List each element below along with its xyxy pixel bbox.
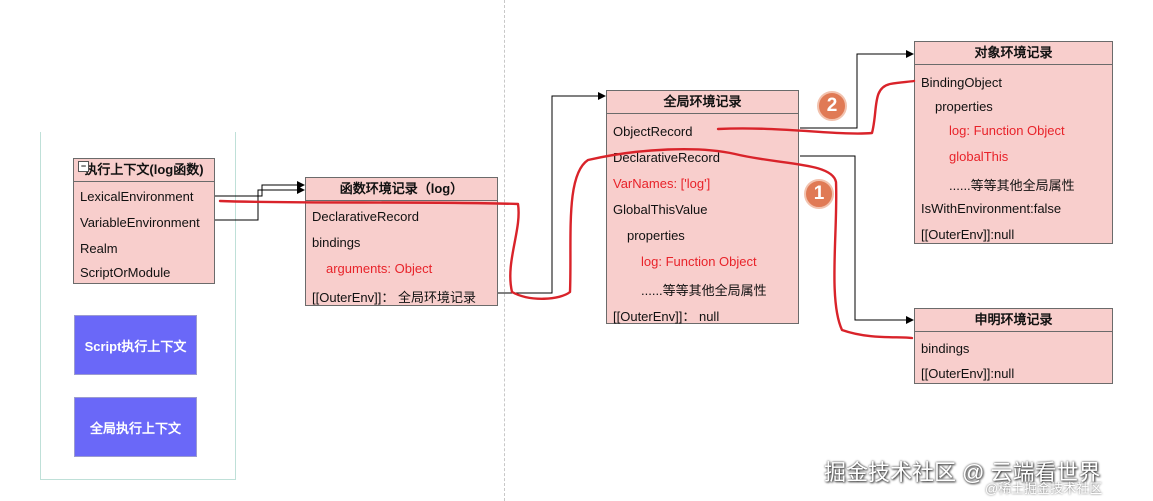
badge-one-label: 1	[813, 183, 825, 204]
function-declarative-record: DeclarativeRecord	[312, 209, 419, 224]
arrow-variable-to-function	[215, 186, 305, 221]
binding-object: BindingObject	[921, 75, 1002, 90]
global-env-title: 全局环境记录	[607, 91, 798, 114]
object-env-box: 对象环境记录 BindingObject properties log: Fun…	[914, 41, 1113, 244]
exec-context-title-text: 执行上下文(log函数)	[84, 162, 204, 177]
exec-context-box: − 执行上下文(log函数) LexicalEnvironment Variab…	[73, 158, 215, 284]
declarative-outer-env: [[OuterEnv]]:null	[921, 366, 1015, 381]
watermark: 掘金技术社区 @ 云端看世界	[824, 460, 1101, 485]
object-properties: properties	[935, 99, 993, 114]
badge-two: 2	[817, 91, 847, 121]
function-bindings: bindings	[312, 235, 361, 250]
collapse-icon[interactable]: −	[78, 161, 89, 172]
object-log-property: log: Function Object	[949, 123, 1065, 138]
object-record: ObjectRecord	[613, 124, 693, 139]
declarative-env-box: 申明环境记录 bindings [[OuterEnv]]:null	[914, 308, 1113, 384]
function-env-box: 函数环境记录（log） DeclarativeRecord bindings a…	[305, 177, 498, 306]
global-context-label: 全局执行上下文	[89, 420, 181, 436]
lexical-environment: LexicalEnvironment	[80, 189, 194, 204]
highlight-outer-chain	[218, 148, 914, 340]
badge-one: 1	[804, 179, 834, 209]
global-context-box: 全局执行上下文	[74, 397, 197, 457]
global-outer-env: [[OuterEnv]]： null	[613, 309, 720, 324]
script-or-module: ScriptOrModule	[80, 265, 171, 280]
global-log-property: log: Function Object	[641, 254, 757, 269]
global-properties: properties	[627, 228, 685, 243]
watermark-sub: @稀土掘金技术社区	[985, 481, 1103, 496]
dashed-divider	[504, 0, 505, 501]
global-other-properties: ......等等其他全局属性	[641, 283, 767, 298]
var-names: VarNames: ['log']	[613, 176, 711, 191]
global-declarative-record: DeclarativeRecord	[613, 150, 720, 165]
object-other-properties: ......等等其他全局属性	[949, 178, 1075, 193]
function-outer-env: [[OuterEnv]]： 全局环境记录	[312, 290, 476, 305]
badge-two-label: 2	[826, 95, 838, 116]
object-env-title: 对象环境记录	[915, 42, 1112, 65]
function-env-title: 函数环境记录（log）	[306, 178, 497, 201]
arrow-function-to-global	[498, 92, 606, 294]
declarative-bindings: bindings	[921, 341, 970, 356]
arrow-global-to-object	[800, 50, 914, 129]
realm: Realm	[80, 241, 118, 256]
object-global-this: globalThis	[949, 149, 1009, 164]
object-outer-env: [[OuterEnv]]:null	[921, 227, 1015, 242]
global-this-value: GlobalThisValue	[613, 202, 708, 217]
exec-context-title: − 执行上下文(log函数)	[74, 159, 214, 182]
variable-environment: VariableEnvironment	[80, 215, 200, 230]
arrow-global-to-declarative	[800, 155, 914, 324]
function-arguments: arguments: Object	[326, 261, 433, 276]
script-context-label: Script执行上下文	[84, 338, 187, 354]
highlight-object-record	[716, 79, 916, 135]
is-with-environment: IsWithEnvironment:false	[921, 201, 1062, 216]
declarative-env-title: 申明环境记录	[915, 309, 1112, 332]
execution-context-stack	[40, 132, 236, 480]
script-context-box: Script执行上下文	[74, 315, 197, 375]
